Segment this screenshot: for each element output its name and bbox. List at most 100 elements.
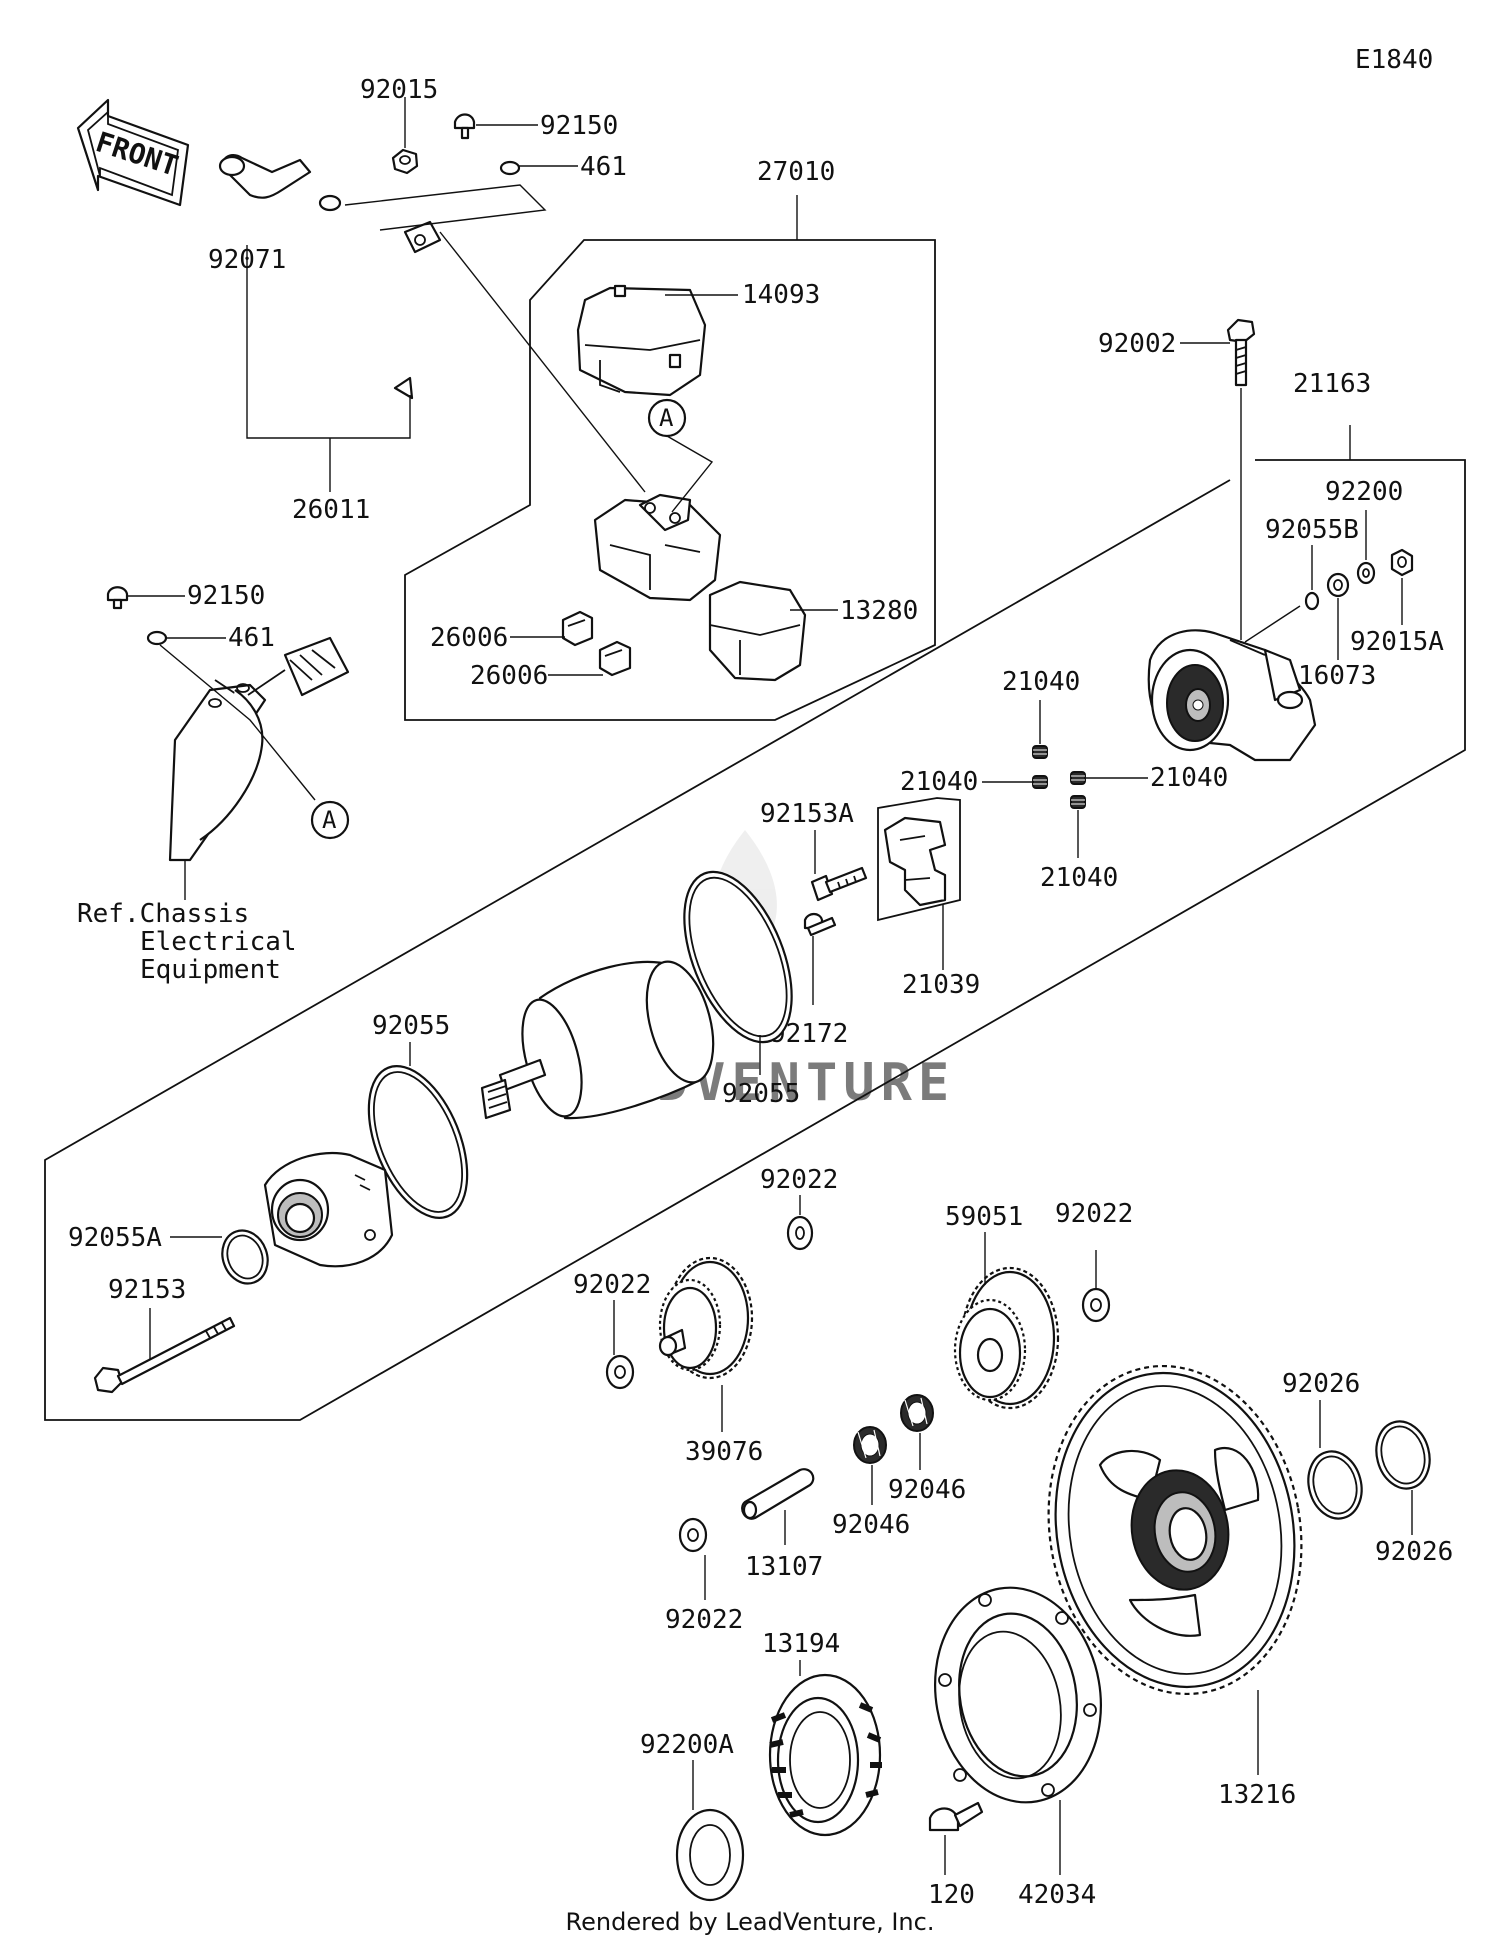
washer-92022-b-part bbox=[605, 1354, 635, 1390]
label-92055-left: 92055 bbox=[372, 1011, 450, 1041]
fuse-26006-b-part bbox=[598, 640, 632, 677]
washer-92200A-part bbox=[675, 1808, 745, 1902]
front-arrow-icon: FRONT bbox=[76, 98, 190, 207]
label-59051: 59051 bbox=[945, 1202, 1023, 1232]
idle-gear-39076-part bbox=[658, 1256, 754, 1380]
label-92046-b: 92046 bbox=[888, 1475, 966, 1505]
label-92200A: 92200A bbox=[640, 1730, 734, 1760]
label-92055B: 92055B bbox=[1265, 515, 1359, 545]
label-92022-d: 92022 bbox=[665, 1605, 743, 1635]
front-cover-part bbox=[263, 1151, 394, 1268]
bearing-92046-b-part bbox=[900, 1394, 934, 1432]
relay-body-part bbox=[593, 493, 722, 602]
label-26011: 26011 bbox=[292, 495, 370, 525]
yoke-armature-part bbox=[480, 960, 715, 1120]
label-92002: 92002 bbox=[1098, 329, 1176, 359]
clutch-13194-part bbox=[768, 1673, 882, 1837]
label-92015: 92015 bbox=[360, 75, 438, 105]
diagram-code: E1840 bbox=[1355, 45, 1433, 75]
label-13216: 13216 bbox=[1218, 1780, 1296, 1810]
cover-14093-part bbox=[576, 284, 707, 397]
nut-92015A-part bbox=[1390, 548, 1414, 577]
ring-gear-13216-part bbox=[1047, 1364, 1303, 1696]
label-92150-mid: 92150 bbox=[187, 581, 265, 611]
label-21040-bottom: 21040 bbox=[1040, 863, 1118, 893]
spring-21040-parts bbox=[1032, 745, 1086, 809]
bolt-92150-mid-part bbox=[106, 586, 129, 610]
brush-holder-box bbox=[877, 797, 961, 922]
screw-92153A-part bbox=[810, 866, 868, 902]
label-92022-c: 92022 bbox=[1055, 1199, 1133, 1229]
label-120: 120 bbox=[928, 1880, 975, 1910]
bolt-92150-top-part bbox=[453, 113, 476, 140]
callout-a-relay-text: A bbox=[659, 404, 674, 432]
starter-motor-box bbox=[44, 459, 1466, 1421]
bolt-92153-part bbox=[93, 1316, 236, 1394]
gear-59051-part bbox=[953, 1266, 1060, 1410]
washer-461-top-part bbox=[499, 160, 521, 176]
label-26006-b: 26006 bbox=[470, 661, 548, 691]
ref-note-line3: Equipment bbox=[140, 955, 281, 985]
fuse-26006-a-part bbox=[561, 610, 594, 647]
ref-note-line2: Electrical bbox=[140, 927, 297, 957]
label-92026-a: 92026 bbox=[1282, 1369, 1360, 1399]
bolt-120-part bbox=[928, 1801, 984, 1832]
label-92022-b: 92022 bbox=[573, 1270, 651, 1300]
collar-16073-part bbox=[1326, 572, 1350, 598]
washer-461-mid-part bbox=[146, 630, 168, 646]
label-92071: 92071 bbox=[208, 245, 286, 275]
label-27010: 27010 bbox=[757, 157, 835, 187]
label-26006-a: 26006 bbox=[430, 623, 508, 653]
bolt-92002-part bbox=[1226, 318, 1256, 387]
oring-92055B-part bbox=[1304, 591, 1320, 611]
washer-92200-part bbox=[1356, 561, 1376, 585]
label-92153: 92153 bbox=[108, 1275, 186, 1305]
label-21040-left: 21040 bbox=[900, 767, 978, 797]
oring-92055-right-part bbox=[683, 870, 793, 1044]
oring-92055-left-part bbox=[367, 1065, 469, 1219]
circlip-92026-a-part bbox=[1307, 1450, 1363, 1520]
label-92200: 92200 bbox=[1325, 477, 1403, 507]
label-14093: 14093 bbox=[742, 280, 820, 310]
label-461-top: 461 bbox=[580, 152, 627, 182]
housing-42034-part bbox=[933, 1586, 1103, 1804]
label-42034: 42034 bbox=[1018, 1880, 1096, 1910]
relay-assembly-box bbox=[404, 239, 936, 721]
label-21040-right: 21040 bbox=[1150, 763, 1228, 793]
label-13194: 13194 bbox=[762, 1629, 840, 1659]
circlip-92026-b-part bbox=[1375, 1420, 1431, 1490]
label-92022-a: 92022 bbox=[760, 1165, 838, 1195]
brush-holder-21039-part bbox=[883, 816, 947, 907]
shaft-13107-part bbox=[741, 1468, 815, 1520]
starter-harness-part bbox=[168, 636, 350, 862]
bearing-92046-a-part bbox=[853, 1426, 887, 1464]
rear-cover-21163-part bbox=[1147, 629, 1317, 762]
nut-92015-part bbox=[391, 148, 419, 175]
label-92055-right: 92055 bbox=[722, 1079, 800, 1109]
label-92055A: 92055A bbox=[68, 1223, 162, 1253]
washer-92022-d-part bbox=[678, 1517, 708, 1553]
callout-a-harness-text: A bbox=[322, 806, 337, 834]
screw-92172-part bbox=[803, 912, 837, 937]
label-13107: 13107 bbox=[745, 1552, 823, 1582]
label-21040-top: 21040 bbox=[1002, 667, 1080, 697]
callout-a-harness bbox=[310, 800, 350, 840]
oring-92055A-part bbox=[221, 1229, 269, 1285]
label-13280: 13280 bbox=[840, 596, 918, 626]
label-92153A: 92153A bbox=[760, 799, 854, 829]
cover-13280-part bbox=[708, 580, 807, 682]
washer-92022-c-part bbox=[1081, 1287, 1111, 1323]
label-92015A: 92015A bbox=[1350, 627, 1444, 657]
label-92026-b: 92026 bbox=[1375, 1537, 1453, 1567]
footer-credit: Rendered by LeadVenture, Inc. bbox=[566, 1908, 935, 1936]
label-39076: 39076 bbox=[685, 1437, 763, 1467]
label-21163: 21163 bbox=[1293, 369, 1371, 399]
label-461-mid: 461 bbox=[228, 623, 275, 653]
washer-92022-a-part bbox=[786, 1215, 814, 1251]
ref-note-line1: Ref.Chassis bbox=[77, 899, 249, 929]
label-16073: 16073 bbox=[1298, 661, 1376, 691]
label-21039: 21039 bbox=[902, 970, 980, 1000]
label-92150-top: 92150 bbox=[540, 111, 618, 141]
label-92046-a: 92046 bbox=[832, 1510, 910, 1540]
